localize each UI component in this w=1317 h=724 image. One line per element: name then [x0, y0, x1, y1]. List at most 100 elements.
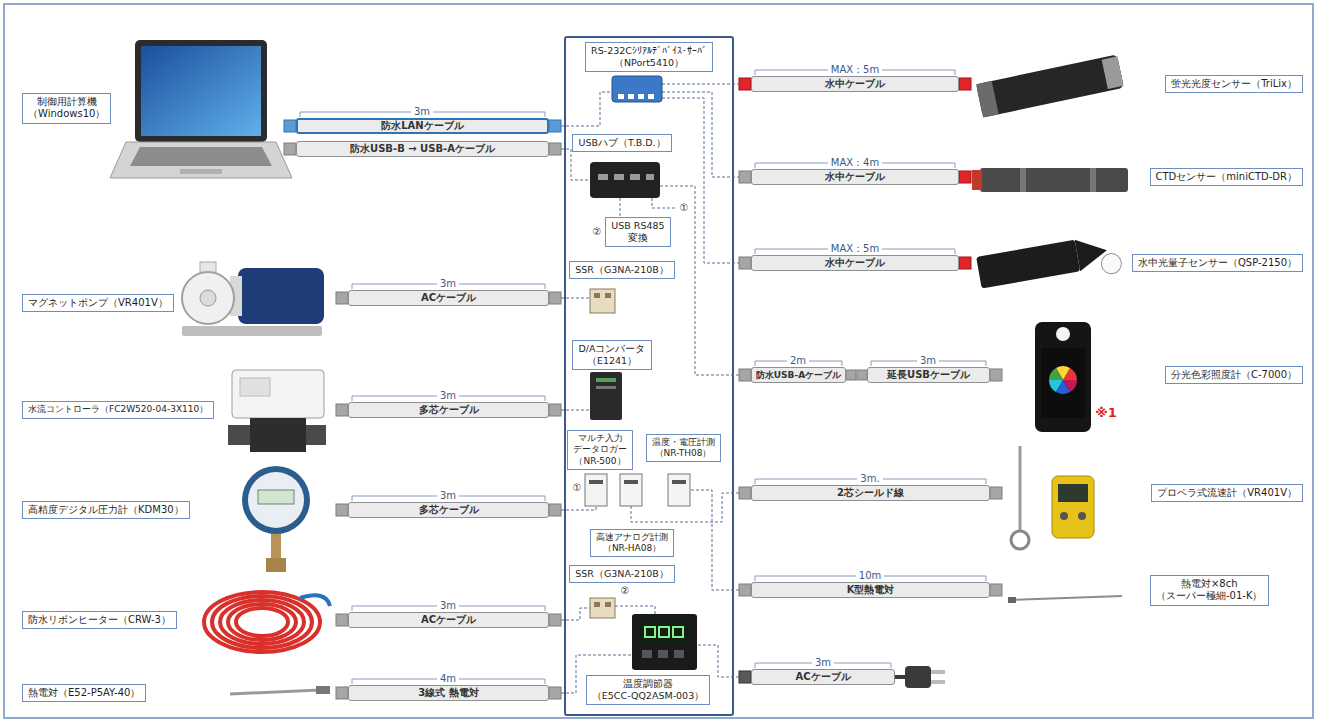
device-label: 水中光量子センサー（QSP-2150）	[1132, 254, 1303, 273]
label-text: 防水USB-B → USB-Aケーブル	[350, 143, 495, 155]
callout-number: ②	[590, 226, 605, 238]
label-text: 防水LANケーブル	[381, 120, 463, 132]
callout-number: ①	[677, 202, 692, 214]
label-text: 水中ケーブル	[825, 78, 885, 90]
component-label: SSR（G3NA-210B）	[569, 565, 675, 583]
label-text: 水中光量子センサー（QSP-2150）	[1138, 257, 1297, 270]
length-label: MAX：5m	[828, 64, 882, 76]
label-text: 水流コントローラ（FC2W520-04-3X110）	[28, 404, 208, 415]
device-label: マグネットポンプ（VR401V）	[22, 294, 174, 313]
thermocouple-probe-illustration	[1008, 596, 1122, 603]
internal-wires	[561, 84, 739, 693]
label-text: USBハブ（T.B.D.）	[578, 137, 665, 149]
label-text: 防水USB-Aケーブル	[756, 369, 841, 381]
label-text: RS-232Cｼﾘｱﾙﾃﾞﾊﾞｲｽ･ｻｰﾊﾞ （NPort5410）	[591, 45, 707, 69]
quantum-sensor-illustration	[976, 232, 1123, 296]
label-text: 分光色彩照度計（C-7000）	[1171, 369, 1297, 382]
flow-controller-illustration	[228, 370, 326, 452]
label-text: 水中ケーブル	[825, 257, 885, 269]
length-label: 3m	[437, 490, 459, 502]
device-label: 蛍光光度センサー（TriLix）	[1165, 75, 1303, 94]
label-text: マルチ入力 データロガー （NR-500）	[573, 433, 627, 467]
laptop-illustration	[110, 40, 292, 178]
label-text: 高精度デジタル圧力計（KDM30）	[28, 504, 184, 517]
component-label: USBハブ（T.B.D.）	[572, 134, 671, 152]
device-label: 制御用計算機 （Windows10）	[22, 93, 111, 124]
label-text: ACケーブル	[795, 671, 850, 683]
component-label: RS-232Cｼﾘｱﾙﾃﾞﾊﾞｲｽ･ｻｰﾊﾞ （NPort5410）	[585, 42, 713, 72]
cable-label: ACケーブル	[348, 290, 549, 306]
label-text: SSR（G3NA-210B）	[575, 264, 669, 276]
label-text: 多芯ケーブル	[419, 404, 479, 416]
length-label: 3m	[812, 657, 834, 669]
cable-label: ACケーブル	[348, 612, 549, 628]
logger-modules-illustration	[585, 474, 690, 506]
device-label: 高精度デジタル圧力計（KDM30）	[22, 501, 190, 520]
length-label: MAX：4m	[828, 157, 882, 169]
length-label: MAX：5m	[828, 243, 882, 255]
label-text: 延長USBケーブル	[887, 369, 970, 381]
cable-label: 水中ケーブル	[751, 76, 959, 92]
label-text: 多芯ケーブル	[419, 504, 479, 516]
label-text: マグネットポンプ（VR401V）	[28, 297, 168, 310]
length-label: 3m	[917, 355, 939, 367]
length-label: 10m	[856, 570, 884, 582]
callout-number: ①	[570, 482, 585, 494]
cable-label: 3線式 熱電対	[348, 685, 549, 701]
current-meter-illustration	[1011, 446, 1094, 549]
device-label: プロペラ式流速計（VR401V）	[1151, 484, 1303, 503]
thermocouple-illustration	[230, 686, 330, 694]
cable-label: 延長USBケーブル	[867, 367, 990, 383]
label-text: 温度調節器 （E5CC-QQ2ASM-003）	[592, 678, 704, 702]
cable-label: 防水USB-B → USB-Aケーブル	[296, 141, 549, 157]
note-mark: ※1	[1092, 405, 1120, 420]
da-converter-illustration	[590, 372, 622, 420]
length-label: 3m	[411, 106, 433, 118]
label-text: プロペラ式流速計（VR401V）	[1157, 487, 1297, 500]
device-label: 分光色彩照度計（C-7000）	[1165, 366, 1303, 385]
pump-illustration	[182, 262, 324, 336]
component-label: 温度・電圧計測 （NR-TH08）	[646, 434, 721, 463]
serial-server-illustration	[612, 76, 662, 102]
label-text: K型熱電対	[847, 584, 895, 596]
component-label: SSR（G3NA-210B）	[569, 261, 675, 279]
device-label: 水流コントローラ（FC2W520-04-3X110）	[22, 401, 214, 418]
cable-label: 多芯ケーブル	[348, 502, 549, 518]
cable-label: 水中ケーブル	[751, 255, 959, 271]
cable-label: ACケーブル	[751, 669, 895, 685]
cable-connectors	[284, 78, 1002, 699]
fluorometer-illustration	[976, 54, 1124, 117]
cable-label: 水中ケーブル	[751, 169, 959, 185]
label-text: 水中ケーブル	[825, 171, 885, 183]
length-label: 3m	[437, 278, 459, 290]
pressure-gauge-illustration	[242, 466, 310, 572]
device-label: 熱電対×8ch （スーパー極細-01-K）	[1150, 575, 1269, 606]
component-label: 温度調節器 （E5CC-QQ2ASM-003）	[586, 675, 710, 705]
label-text: SSR（G3NA-210B）	[575, 568, 669, 580]
cable-label: 防水LANケーブル	[296, 118, 549, 134]
heater-illustration	[204, 592, 330, 652]
label-text: 熱電対×8ch （スーパー極細-01-K）	[1156, 578, 1263, 603]
label-text: ACケーブル	[421, 292, 476, 304]
cable-label: K型熱電対	[751, 582, 990, 598]
label-text: 制御用計算機 （Windows10）	[28, 96, 105, 121]
outer-frame	[4, 4, 1313, 718]
length-label: 2m	[787, 355, 809, 367]
label-text: ACケーブル	[421, 614, 476, 626]
label-text: 熱電対（E52-P5AY-40）	[28, 687, 140, 700]
label-text: D/Aコンバータ （E1241）	[578, 343, 645, 367]
device-label: CTDセンサー（miniCTD-DR）	[1150, 168, 1303, 187]
label-text: 防水リボンヒーター（CRW-3）	[28, 614, 171, 627]
component-label: マルチ入力 データロガー （NR-500）	[567, 430, 633, 470]
length-label: 3m.	[857, 473, 882, 485]
label-text: 3線式 熱電対	[418, 687, 478, 699]
length-label: 4m	[437, 673, 459, 685]
label-text: 温度・電圧計測 （NR-TH08）	[652, 437, 715, 460]
component-label: 高速アナログ計測 （NR-HA08）	[590, 529, 674, 558]
device-label: 熱電対（E52-P5AY-40）	[22, 684, 146, 703]
label-text: 高速アナログ計測 （NR-HA08）	[596, 532, 668, 555]
component-label: USB RS485 変換	[605, 217, 670, 247]
ctd-sensor-illustration	[972, 168, 1128, 192]
